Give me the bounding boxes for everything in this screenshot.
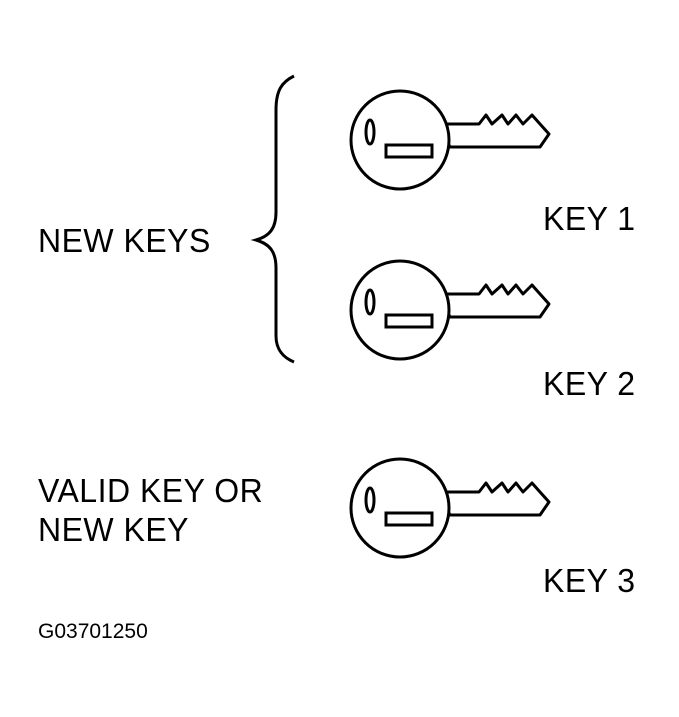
new-keys-brace <box>250 74 295 364</box>
valid-key-label-line2: NEW KEY <box>38 511 190 548</box>
key-1-icon <box>349 89 551 191</box>
figure-id: G03701250 <box>38 620 148 643</box>
key-2-icon <box>349 259 551 361</box>
key-3-label: KEY 3 <box>543 562 636 599</box>
key-2-label: KEY 2 <box>543 365 636 402</box>
new-keys-label: NEW KEYS <box>38 222 211 259</box>
key-3-icon <box>349 457 551 559</box>
valid-key-label-line1: VALID KEY OR <box>38 472 264 509</box>
key-1-label: KEY 1 <box>543 200 636 237</box>
